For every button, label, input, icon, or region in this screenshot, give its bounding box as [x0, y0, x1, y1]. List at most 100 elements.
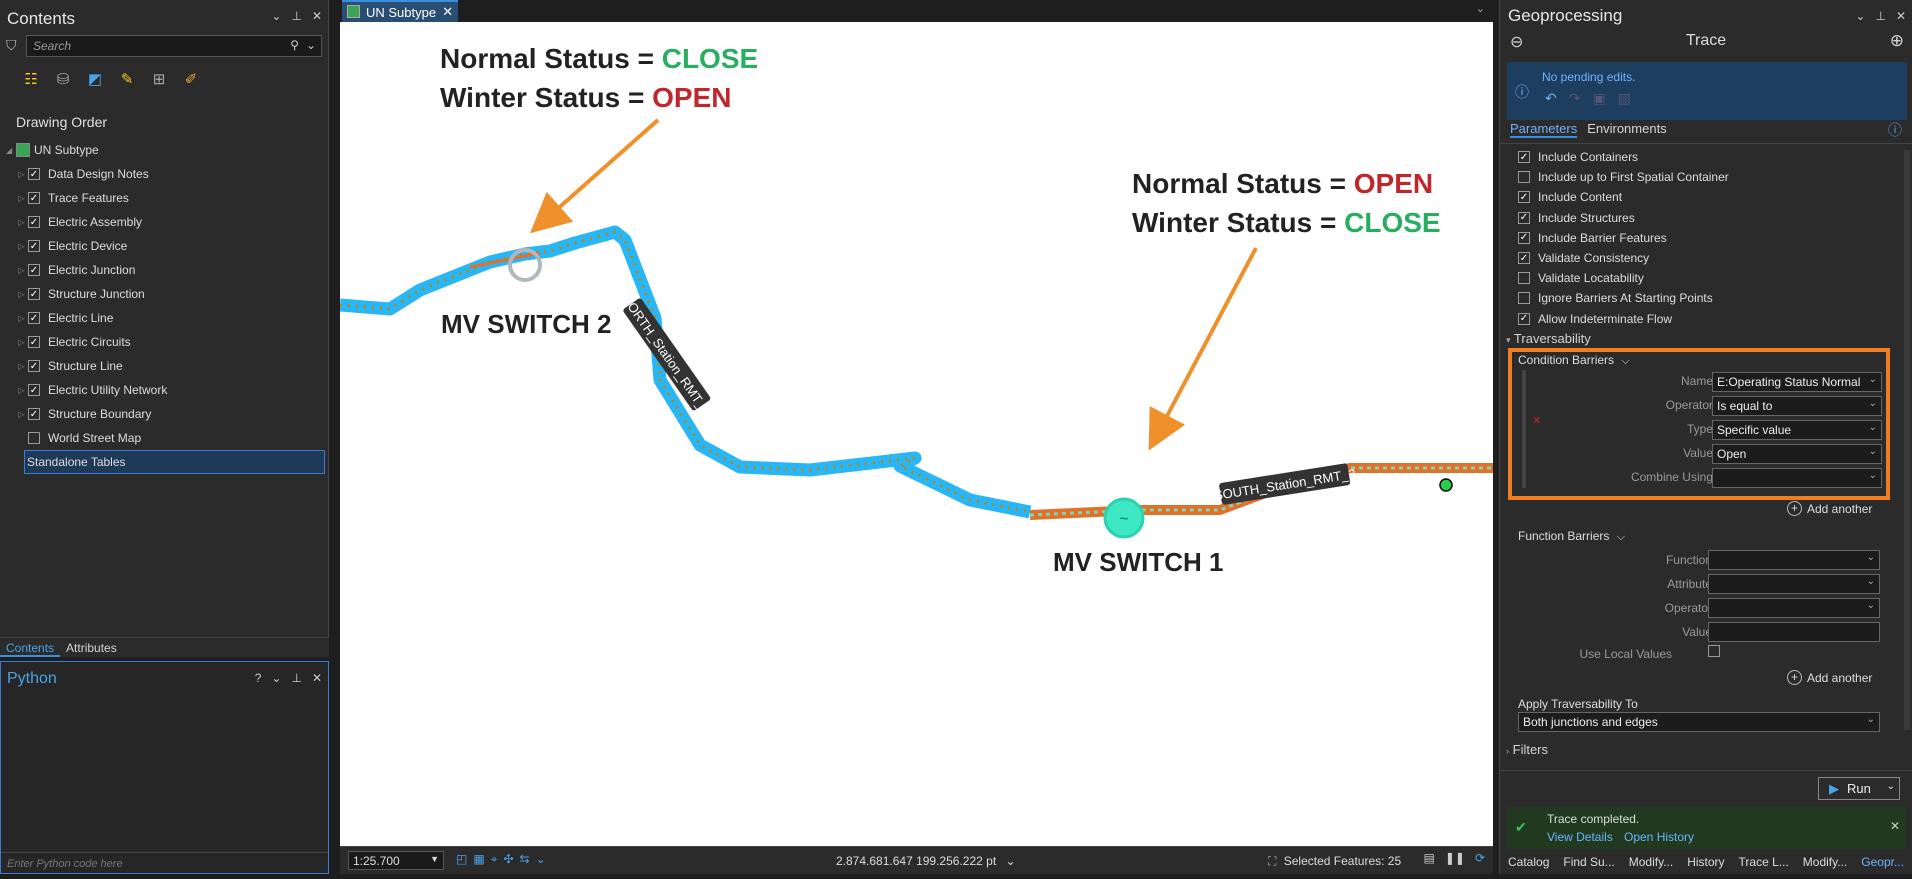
- expand-icon[interactable]: ▷: [18, 409, 25, 419]
- option-row[interactable]: Validate Locatability: [1518, 271, 1644, 285]
- labeling-icon[interactable]: ✐: [184, 71, 198, 88]
- help-icon[interactable]: ?: [254, 671, 262, 685]
- layer-visibility-checkbox[interactable]: [28, 192, 40, 204]
- chevron-down-icon[interactable]: ⌄: [271, 9, 282, 23]
- switch1-symbol[interactable]: [1103, 497, 1145, 539]
- option-row[interactable]: Validate Consistency: [1518, 251, 1649, 265]
- save-icon[interactable]: ▣: [1592, 90, 1606, 106]
- layer-row[interactable]: ▷Electric Utility Network: [0, 378, 329, 402]
- layer-row[interactable]: ▷Structure Junction: [0, 282, 329, 306]
- tab-attributes[interactable]: Attributes: [66, 641, 117, 655]
- close-icon[interactable]: ✕: [1889, 819, 1900, 833]
- chevron-down-icon[interactable]: ⌄: [1855, 9, 1866, 23]
- chevron-down-icon[interactable]: ⌄: [1475, 3, 1485, 15]
- pin-icon[interactable]: ⊥: [291, 9, 302, 23]
- function-value-input[interactable]: [1708, 622, 1880, 642]
- expand-icon[interactable]: ▷: [18, 265, 25, 275]
- pin-icon[interactable]: ⊥: [1875, 9, 1886, 23]
- add-another-condition-button[interactable]: +Add another: [1787, 501, 1872, 516]
- view-details-link[interactable]: View Details: [1547, 830, 1613, 844]
- layer-row[interactable]: ▷Structure Boundary: [0, 402, 329, 426]
- chevron-down-icon[interactable]: ⌄: [305, 38, 316, 52]
- cross-icon[interactable]: ✣: [503, 852, 514, 866]
- filter-icon[interactable]: ⛉: [6, 37, 17, 53]
- layer-visibility-checkbox[interactable]: [28, 288, 40, 300]
- map-node[interactable]: ◢ UN Subtype: [0, 138, 329, 162]
- layer-row[interactable]: ▷Structure Line: [0, 354, 329, 378]
- layer-visibility-checkbox[interactable]: [28, 168, 40, 180]
- selection-icon[interactable]: ◩: [87, 71, 103, 88]
- option-checkbox[interactable]: [1518, 211, 1530, 224]
- attribute-select[interactable]: ⌄: [1708, 574, 1880, 594]
- bottom-tab[interactable]: History: [1687, 855, 1725, 869]
- search-input[interactable]: Search ⚲ ⌄: [26, 35, 322, 57]
- layer-visibility-checkbox[interactable]: [28, 240, 40, 252]
- refresh-icon[interactable]: ⟳: [1474, 851, 1485, 865]
- option-row[interactable]: Include up to First Spatial Container: [1518, 170, 1729, 184]
- drawing-order-icon[interactable]: ☷: [24, 71, 38, 88]
- chevron-down-icon[interactable]: ⌄: [271, 671, 282, 685]
- combine-select[interactable]: ⌄: [1712, 468, 1882, 488]
- option-checkbox[interactable]: [1518, 231, 1530, 244]
- editing-icon[interactable]: ✎: [120, 71, 134, 88]
- chevron-down-icon[interactable]: ⌄: [535, 852, 546, 866]
- option-row[interactable]: Include Barrier Features: [1518, 231, 1667, 245]
- navigation-icon[interactable]: ⇆: [519, 852, 530, 866]
- chevron-down-icon[interactable]: ⌵: [1616, 531, 1626, 543]
- table-icon[interactable]: ▤: [1423, 851, 1435, 865]
- type-select[interactable]: Specific value⌄: [1712, 420, 1882, 440]
- layer-row[interactable]: ▷Trace Features: [0, 186, 329, 210]
- expand-icon[interactable]: ▷: [18, 361, 25, 371]
- expand-icon[interactable]: ▷: [18, 337, 25, 347]
- scale-selector[interactable]: 1:25.700 ▼: [348, 851, 444, 870]
- pause-icon[interactable]: ❚❚: [1444, 851, 1465, 865]
- pin-icon[interactable]: ⊥: [291, 671, 302, 685]
- bottom-tab[interactable]: Geopr...: [1861, 855, 1904, 869]
- chevron-down-icon[interactable]: ⌄: [1005, 854, 1016, 868]
- expand-icon[interactable]: ▷: [18, 313, 25, 323]
- tab-contents[interactable]: Contents: [0, 638, 61, 657]
- switch2-symbol[interactable]: [508, 248, 542, 282]
- traversability-section[interactable]: ▾ Traversability: [1506, 331, 1591, 346]
- selected-features[interactable]: ⛶ Selected Features: 25: [1268, 854, 1401, 869]
- remove-icon[interactable]: ✕: [1532, 415, 1542, 427]
- tab-environments[interactable]: Environments: [1587, 121, 1667, 136]
- bottom-tab[interactable]: Catalog: [1508, 855, 1550, 869]
- scrollbar[interactable]: [1904, 150, 1910, 730]
- run-button[interactable]: ▶ Run ⌄: [1818, 777, 1900, 800]
- layer-row[interactable]: ▷Electric Line: [0, 306, 329, 330]
- expand-icon[interactable]: ▷: [18, 289, 25, 299]
- redo-icon[interactable]: ↷: [1568, 90, 1581, 106]
- expand-icon[interactable]: ▷: [18, 169, 25, 179]
- layer-visibility-checkbox[interactable]: [28, 384, 40, 396]
- search-icon[interactable]: ⚲: [290, 38, 299, 52]
- option-checkbox[interactable]: [1518, 292, 1530, 305]
- bottom-tab[interactable]: Trace L...: [1738, 855, 1789, 869]
- add-another-function-button[interactable]: +Add another: [1787, 670, 1872, 685]
- add-icon[interactable]: ⊕: [1889, 31, 1904, 50]
- map-view[interactable]: ~ NORTH_Station_RMT_5 SOUTH_Station_RMT_…: [339, 0, 1493, 874]
- value-select[interactable]: Open⌄: [1712, 444, 1882, 464]
- layer-visibility-checkbox[interactable]: [28, 336, 40, 348]
- close-icon[interactable]: ✕: [311, 9, 322, 23]
- function-select[interactable]: ⌄: [1708, 550, 1880, 570]
- option-checkbox[interactable]: [1518, 272, 1530, 285]
- help-icon[interactable]: ⓘ: [1888, 122, 1902, 138]
- standalone-tables[interactable]: Standalone Tables: [24, 450, 325, 474]
- close-icon[interactable]: ✕: [1895, 9, 1906, 23]
- option-row[interactable]: Include Structures: [1518, 211, 1635, 225]
- bottom-tab[interactable]: Find Su...: [1563, 855, 1615, 869]
- layer-visibility-checkbox[interactable]: [28, 432, 40, 444]
- option-row[interactable]: Include Content: [1518, 190, 1622, 204]
- expand-icon[interactable]: ▷: [18, 193, 25, 203]
- option-checkbox[interactable]: [1518, 151, 1530, 163]
- tab-un-subtype[interactable]: UN Subtype ✕: [342, 0, 459, 22]
- snapping-icon[interactable]: ⌖: [490, 852, 498, 866]
- layer-visibility-checkbox[interactable]: [28, 264, 40, 276]
- function-operator-select[interactable]: ⌄: [1708, 598, 1880, 618]
- bottom-tab[interactable]: Modify...: [1628, 855, 1674, 869]
- layer-row[interactable]: World Street Map: [0, 426, 329, 450]
- chevron-down-icon[interactable]: ⌵: [1621, 355, 1630, 367]
- close-icon[interactable]: ✕: [311, 671, 322, 685]
- option-checkbox[interactable]: [1518, 191, 1530, 204]
